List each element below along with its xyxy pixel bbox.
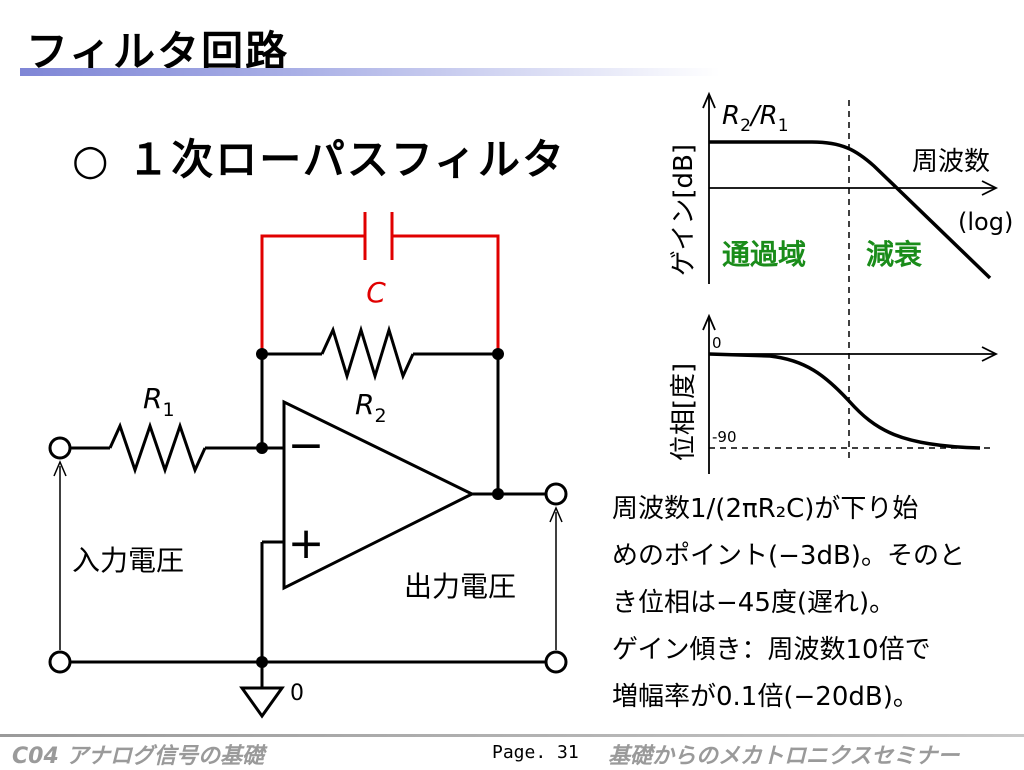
passband-label: 通過域 xyxy=(722,238,806,271)
gain-r1-subscript: 1 xyxy=(778,116,789,136)
gain-graph: ゲイン[dB] R2/R1 周波数 (log) 通過域 減衰 xyxy=(669,91,1013,460)
gain-r2-subscript: 2 xyxy=(740,116,751,136)
gain-curve xyxy=(709,140,992,280)
phase-tick-minus90: -90 xyxy=(712,428,737,446)
input-terminal xyxy=(48,436,72,460)
gain-r2-label: R xyxy=(722,101,740,131)
gain-x-scale: (log) xyxy=(958,208,1013,236)
opamp-triangle xyxy=(282,399,476,591)
stopband-label: 減衰 xyxy=(866,238,923,271)
footer-course: C04 アナログ信号の基礎 xyxy=(12,744,264,769)
svg-text:R2: R2 xyxy=(355,388,387,427)
svg-text:R1: R1 xyxy=(143,382,175,421)
note-line: ゲイン傾き：周波数10倍で xyxy=(612,635,931,665)
phase-y-label: 位相[度] xyxy=(669,363,699,461)
gain-r1-label: R xyxy=(760,101,778,131)
feedback-capacitor xyxy=(260,212,500,354)
note-line: 周波数1/(2πR₂C)が下り始 xyxy=(612,494,919,524)
footer-rule xyxy=(0,734,1024,737)
capacitor-label: C xyxy=(366,276,386,309)
page-title: フィルタ回路 xyxy=(26,27,290,76)
r1-label: R xyxy=(143,382,162,415)
title-underline xyxy=(20,68,720,76)
note-line: き位相は−45度(遅れ)。 xyxy=(612,588,896,618)
note-line: 増幅率が0.1倍(−20dB)。 xyxy=(612,682,919,712)
resistor-r2 xyxy=(320,324,415,382)
r2-label: R xyxy=(355,388,374,421)
phase-curve xyxy=(708,352,981,450)
gain-slash: / xyxy=(749,101,763,131)
inverting-sign: − xyxy=(288,420,325,471)
junction-dots xyxy=(256,348,504,668)
noninverting-sign: + xyxy=(288,518,325,569)
phase-graph: 位相[度] 0 -90 xyxy=(669,313,999,474)
ground-label: 0 xyxy=(290,681,304,706)
gain-y-label: ゲイン[dB] xyxy=(669,144,699,276)
phase-tick-zero: 0 xyxy=(712,334,722,352)
explanation-text: 周波数1/(2πR₂C)が下り始 めのポイント(−3dB)。そのと き位相は−4… xyxy=(612,486,1024,721)
input-ground-terminal xyxy=(48,650,72,674)
note-line: めのポイント(−3dB)。そのと xyxy=(612,541,965,571)
section-heading: ○ １次ローパスフィルタ xyxy=(72,135,567,184)
output-voltage-label: 出力電圧 xyxy=(404,570,516,603)
ground-symbol xyxy=(239,686,285,719)
footer-seminar: 基礎からのメカトロニクスセミナー xyxy=(608,744,960,769)
footer-page-number: Page. 31 xyxy=(492,742,579,763)
output-terminal xyxy=(544,482,568,506)
gain-x-label: 周波数 xyxy=(912,147,990,177)
r1-subscript: 1 xyxy=(162,399,174,421)
output-ground-terminal xyxy=(544,650,568,674)
r2-subscript: 2 xyxy=(374,405,386,427)
input-voltage-label: 入力電圧 xyxy=(72,544,184,577)
resistor-r1 xyxy=(108,421,207,475)
svg-text:R2/R1: R2/R1 xyxy=(722,101,789,136)
